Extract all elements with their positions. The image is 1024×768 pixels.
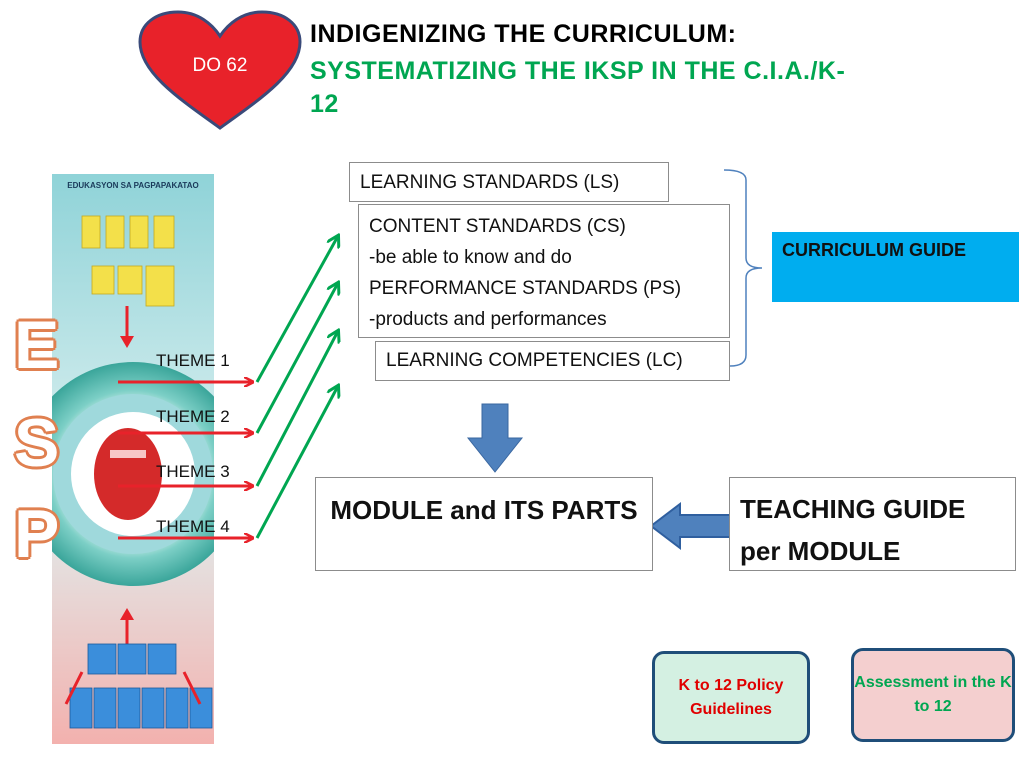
k12-policy-button[interactable]: K to 12 Policy Guidelines (652, 651, 810, 744)
theme-1-label: THEME 1 (156, 351, 230, 370)
theme-3-green-arrow (255, 331, 338, 487)
poster-heading: EDUKASYON SA PAGPAPAKATAO (67, 181, 198, 190)
performance-standards-line: PERFORMANCE STANDARDS (PS) (369, 278, 682, 299)
assessment-label: Assessment in the K to 12 (854, 674, 1012, 715)
learning-standards-box: LEARNING STANDARDS (LS) (349, 162, 669, 202)
title-line-1: INDIGENIZING THE CURRICULUM: (310, 20, 737, 48)
esp-letter-e: E (14, 307, 60, 383)
theme-3-label: THEME 3 (156, 462, 230, 481)
esp-letter-s: S (14, 405, 60, 481)
theme-2-label: THEME 2 (156, 407, 230, 426)
theme-1-green-arrow (255, 236, 338, 383)
performance-standards-desc: -products and performances (369, 309, 607, 330)
badge-label: DO 62 (192, 55, 248, 76)
brace-icon (723, 169, 763, 367)
curriculum-guide-box: CURRICULUM GUIDE (772, 232, 1019, 302)
theme-4-green-arrow (255, 386, 338, 539)
theme-4-label: THEME 4 (156, 517, 230, 536)
content-standards-desc: -be able to know and do (369, 247, 572, 268)
esp-poster-image: EDUKASYON SA PAGPAPAKATAO (52, 174, 214, 744)
esp-letter-p: P (14, 496, 60, 572)
content-standards-line: CONTENT STANDARDS (CS) (369, 216, 626, 237)
teaching-guide-box: TEACHING GUIDE per MODULE (729, 477, 1016, 571)
heart-badge (138, 10, 302, 130)
k12-policy-label: K to 12 Policy Guidelines (678, 676, 784, 718)
content-performance-box: CONTENT STANDARDS (CS) -be able to know … (358, 204, 730, 338)
title-line-2: SYSTEMATIZING THE IKSP IN THE C.I.A./K-1… (310, 57, 846, 118)
heart-icon (138, 10, 302, 130)
assessment-button[interactable]: Assessment in the K to 12 (851, 648, 1015, 742)
theme-2-green-arrow (255, 283, 338, 434)
learning-competencies-box: LEARNING COMPETENCIES (LC) (375, 341, 730, 381)
down-arrow-icon (466, 403, 524, 473)
module-box: MODULE and ITS PARTS (315, 477, 653, 571)
